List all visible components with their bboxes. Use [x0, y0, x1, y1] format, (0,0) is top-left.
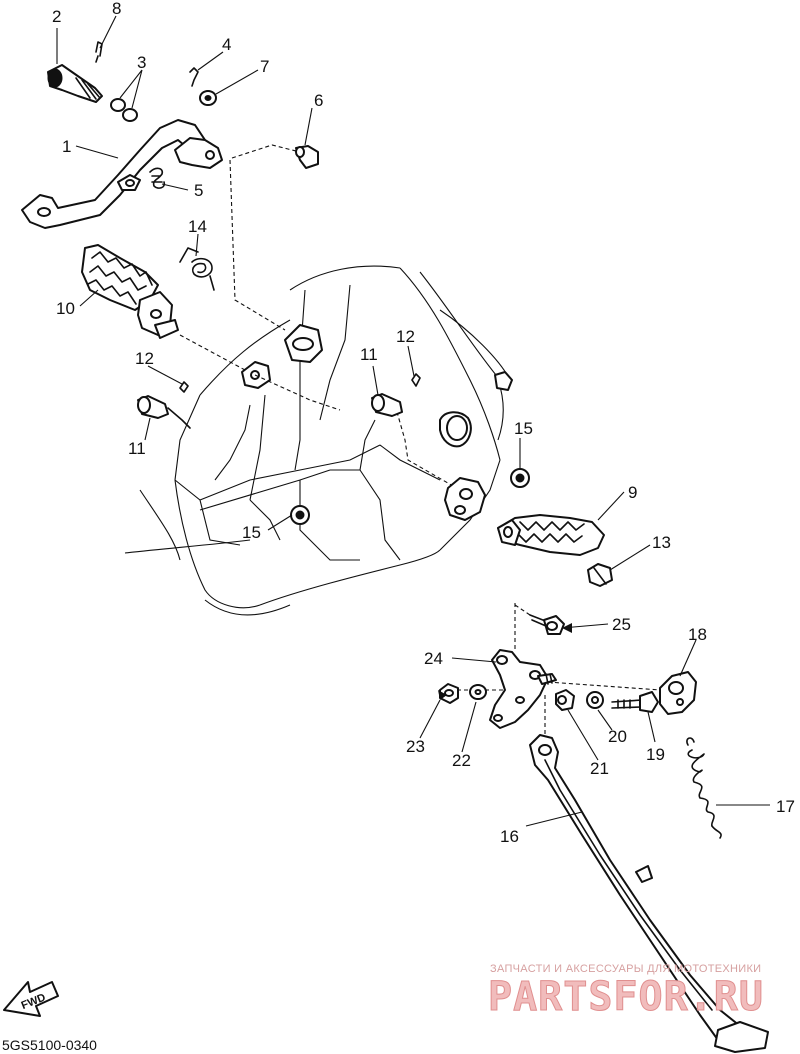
callout-23: 23	[406, 737, 425, 756]
callout-21: 21	[590, 759, 609, 778]
fwd-arrow: FWD	[3, 981, 59, 1017]
cotter-pins	[95, 41, 199, 87]
callout-labels: 1 2 3 4 5 6 7 8 9 10 11 11 12 12 13 14 1…	[52, 0, 795, 846]
watermark-tagline: ЗАПЧАСТИ И АКСЕССУАРЫ ДЛЯ МОТОТЕХНИКИ	[490, 963, 761, 975]
callout-9: 9	[628, 483, 637, 502]
pin-stud	[537, 673, 557, 685]
callout-2: 2	[52, 7, 61, 26]
callout-1: 1	[62, 137, 71, 156]
washer-20	[586, 691, 604, 709]
callout-15-left: 15	[242, 523, 261, 542]
spring-14	[179, 247, 215, 291]
callout-17: 17	[776, 797, 795, 816]
washer-7	[199, 90, 217, 106]
pin-bolt-left	[137, 381, 191, 429]
pin-bolt-right	[371, 373, 421, 417]
bushing-15-right	[510, 468, 530, 488]
leader-lines	[56, 15, 770, 827]
callout-13: 13	[652, 533, 671, 552]
assembly-lines	[179, 144, 661, 735]
footrest-bracket-right	[444, 477, 486, 521]
callout-4: 4	[222, 35, 231, 54]
diagram-code: 5GS5100-0340	[2, 1037, 97, 1053]
callout-24: 24	[424, 649, 443, 668]
callout-3: 3	[137, 53, 146, 72]
callout-25: 25	[612, 615, 631, 634]
shift-lever	[21, 119, 223, 229]
watermark-brand: PARTSFOR.RU	[488, 974, 764, 1020]
collar-21	[555, 689, 575, 711]
callout-10: 10	[56, 299, 75, 318]
spring-17	[686, 737, 722, 839]
footrest-right	[497, 514, 605, 556]
callout-19: 19	[646, 745, 665, 764]
callout-11-left: 11	[128, 439, 146, 458]
callout-18: 18	[688, 625, 707, 644]
callout-5: 5	[194, 181, 203, 200]
callout-6: 6	[314, 91, 323, 110]
callout-8: 8	[112, 0, 121, 18]
callout-12-right: 12	[396, 327, 415, 346]
clip-13	[587, 563, 613, 587]
footrest-left	[81, 244, 179, 339]
bolt-25	[529, 614, 565, 635]
spring-5	[149, 167, 166, 189]
callout-16: 16	[500, 827, 519, 846]
callout-11-right: 11	[360, 345, 378, 364]
plate-18	[659, 671, 697, 715]
pivot-shaft	[47, 64, 103, 103]
bolt-19	[611, 691, 659, 713]
callout-15-right: 15	[514, 419, 533, 438]
callout-14: 14	[188, 217, 207, 236]
callout-7: 7	[260, 57, 269, 76]
bushing-15-left	[290, 505, 310, 525]
sidestand-leg	[529, 734, 769, 1053]
washer-22	[469, 684, 487, 700]
watermark: ЗАПЧАСТИ И АКСЕССУАРЫ ДЛЯ МОТОТЕХНИКИ PA…	[488, 963, 764, 1021]
clevis-pin	[295, 145, 319, 169]
callout-12-left: 12	[135, 349, 154, 368]
callout-20: 20	[608, 727, 627, 746]
o-rings	[110, 98, 138, 122]
callout-22: 22	[452, 751, 471, 770]
frame-outline	[124, 265, 513, 616]
sidestand-bracket	[489, 649, 549, 729]
